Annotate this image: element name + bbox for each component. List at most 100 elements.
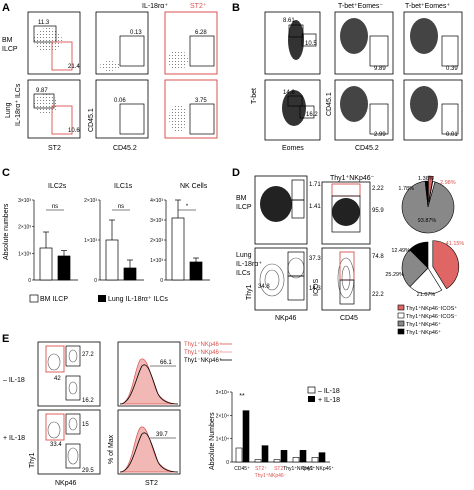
- a-plot-r1c1: 11.3 21.4: [27, 11, 81, 75]
- d-row1-label-2: ILCP: [236, 204, 252, 211]
- b-plot-r2c2: 2.99: [334, 79, 394, 141]
- d-row2-label-2: IL-18rα⁺: [236, 261, 262, 268]
- e-sig-label: **: [239, 393, 245, 400]
- e-bar-legend-2: + IL-18: [318, 397, 340, 404]
- c-legend-label-2: Lung IL-18rα⁺ ILCs: [108, 296, 168, 303]
- c-bar-charts: ILC2s01×10³2×10³3×10³nsILC1s01×10³2×10³n…: [18, 183, 210, 284]
- e-x-tick-label: Thy1⁻NKp46⁺: [302, 466, 334, 472]
- e-bar: [261, 445, 269, 463]
- c-y-tick-label: 0: [94, 278, 97, 284]
- a-row2-label-1: Lung: [5, 102, 12, 118]
- c-y-tick-label: 0: [28, 278, 31, 284]
- e-bar: [273, 459, 281, 463]
- d-pie-legend-label: Thy1⁺NKp46⁻ICOS⁺: [406, 305, 457, 312]
- svg-text:14.3: 14.3: [309, 286, 321, 292]
- c-y-tick-label: 2×10³: [84, 198, 97, 204]
- a-col-title-1: IL-18rα⁺: [142, 3, 168, 10]
- d-pie-slice: [401, 180, 455, 234]
- d-pie-legend-swatch: [397, 320, 405, 327]
- e-bar-chart: 01×10⁴2×10⁴3×10⁴CD45⁺ST2⁺ST2⁻Thy1⁺NKp46⁺…: [216, 390, 335, 479]
- e-y-tick-label: 2×10⁴: [216, 413, 229, 419]
- d-row2-label-3: ILCs: [236, 270, 251, 277]
- c-legend-swatch-2: [98, 295, 106, 302]
- c-chart-title: NK Cells: [180, 183, 208, 190]
- c-bar: [171, 217, 185, 281]
- a-y-axis-cd451: CD45.1: [88, 108, 95, 132]
- svg-text:9.87: 9.87: [36, 88, 48, 94]
- svg-text:11.3: 11.3: [38, 20, 50, 26]
- a-plot-r2c2: 0.06: [95, 79, 149, 139]
- svg-text:0.39: 0.39: [446, 66, 458, 72]
- svg-text:1.41: 1.41: [309, 204, 321, 210]
- svg-text:2.99: 2.99: [374, 132, 386, 138]
- svg-text:34.8: 34.8: [258, 284, 270, 290]
- svg-text:22.2: 22.2: [372, 292, 384, 298]
- c-y-tick-label: 3×10³: [18, 198, 31, 204]
- svg-text:29.5: 29.5: [82, 468, 94, 474]
- d-plot-r2c2: 74.8 22.2: [321, 247, 384, 311]
- d-pie-value-label: 1.78%: [398, 186, 414, 192]
- a-row1-label-1: BM: [2, 37, 13, 44]
- d-pie-slice: [424, 180, 429, 208]
- svg-text:16.2: 16.2: [306, 112, 318, 118]
- e-hist-r2: 39.7: [117, 409, 181, 475]
- e-x-tick-label: CD45⁺: [234, 466, 250, 472]
- b-x-axis-cd452: CD45.2: [355, 145, 379, 152]
- c-sig-label: ns: [118, 204, 124, 210]
- svg-text:3.75: 3.75: [195, 98, 207, 104]
- c-legend-swatch-1: [29, 294, 39, 303]
- svg-text:15: 15: [82, 422, 89, 428]
- a-plot-r1c3: 6.28: [164, 11, 218, 75]
- panel-letter-d: D: [232, 167, 240, 179]
- e-plot-r2: 15 33.4 29.5: [37, 409, 101, 475]
- d-pie-slice: [409, 241, 429, 269]
- d-pie-legend-label: Thy1⁺NKp46⁺: [406, 321, 441, 328]
- e-bar: [311, 457, 319, 463]
- svg-text:39.7: 39.7: [156, 432, 168, 438]
- b-plot-r2c3: 0.01: [403, 79, 463, 141]
- e-row-label-1: – IL-18: [3, 377, 25, 384]
- c-bar: [189, 261, 203, 281]
- d-pie-legend-label: Thy1⁺NKp46⁻ICOS⁻: [406, 313, 457, 320]
- a-x-axis-st2: ST2: [48, 145, 61, 152]
- e-y-tick-label: 0: [226, 460, 229, 466]
- d-pie-legend-label: Thy1⁻NKp46⁺: [406, 329, 441, 336]
- e-bar: [254, 459, 262, 463]
- d-x-axis-nkp46: NKp46: [275, 315, 297, 322]
- c-y-tick-label: 3×10³: [150, 218, 163, 224]
- d-x-axis-cd45: CD45: [340, 315, 358, 322]
- d-pie-charts: 2.98%1.36%93.87%1.78%41.15%21.07%25.29%1…: [385, 175, 465, 298]
- svg-text:0.01: 0.01: [446, 132, 458, 138]
- svg-text:0.13: 0.13: [130, 30, 142, 36]
- a-col-title-2: ST2⁺: [190, 3, 207, 10]
- d-pie-legend-swatch: [397, 312, 405, 319]
- e-hist-y-axis: % of Max: [108, 434, 115, 464]
- a-row1-label-2: ILCP: [2, 46, 18, 53]
- svg-text:10.6: 10.6: [68, 128, 80, 134]
- b-plot-r1c2: 9.89: [334, 11, 394, 75]
- d-pie-1: [401, 175, 455, 234]
- d-pie-legend: Thy1⁺NKp46⁻ICOS⁺Thy1⁺NKp46⁻ICOS⁻Thy1⁺NKp…: [397, 304, 457, 336]
- d-pie-value-label: 41.15%: [446, 241, 465, 247]
- b-plot-r1c1: 8.61 10.5: [264, 11, 321, 75]
- d-pie-value-label: 93.87%: [418, 218, 437, 224]
- e-hist-legend-3: Thy1⁻NKp46⁺: [184, 357, 222, 364]
- e-plot-r1: 27.2 42 16.2: [37, 341, 101, 407]
- e-hist-x-axis: ST2: [145, 480, 158, 487]
- a-plot-r1c2: 0.13: [95, 11, 149, 75]
- e-bar-legend-swatch-1: [307, 386, 316, 394]
- c-sig-label: *: [186, 204, 189, 210]
- e-hist-legend-1: Thy1⁺NKp46⁻: [184, 341, 222, 348]
- svg-text:14.6: 14.6: [283, 90, 295, 96]
- d-y-axis-thy1: Thy1: [246, 284, 253, 300]
- c-legend-label-1: BM ILCP: [40, 296, 68, 303]
- d-pie-value-label: 25.29%: [385, 272, 404, 278]
- svg-text:66.1: 66.1: [160, 360, 172, 366]
- d-plot-r1c2: 2.22 95.9: [321, 181, 384, 245]
- d-pie-value-label: 1.36%: [418, 176, 434, 182]
- c-bar: [57, 255, 71, 281]
- b-y-axis-cd451: CD45.1: [326, 92, 333, 116]
- d-pie-slice: [401, 249, 429, 288]
